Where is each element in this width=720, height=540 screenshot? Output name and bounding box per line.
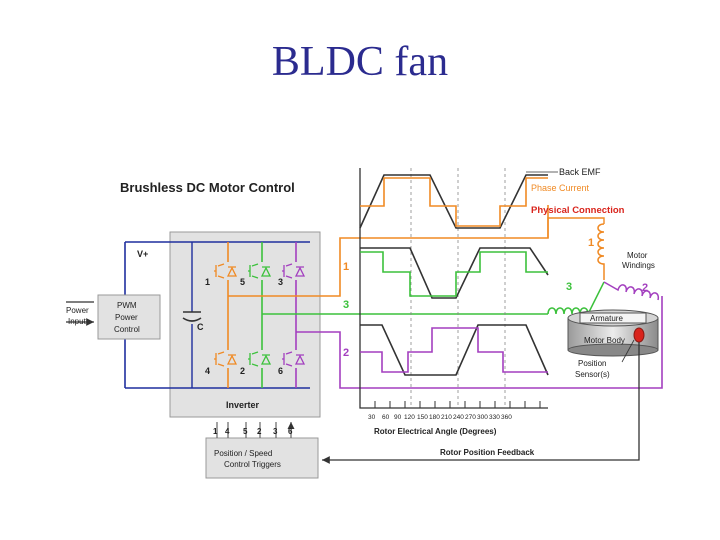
feedback-label: Rotor Position Feedback — [440, 448, 535, 457]
capacitor-label: C — [197, 322, 204, 332]
angle-tick: 120 — [404, 414, 415, 421]
winding-number-1: 1 — [588, 237, 594, 249]
phase-2-back-emf — [360, 324, 549, 376]
trigger-number: 5 — [243, 427, 248, 436]
angle-tick: 60 — [382, 414, 390, 421]
angle-tick: 360 — [501, 414, 512, 421]
switch-3 — [280, 262, 310, 280]
trigger-arrows — [216, 422, 291, 438]
phase-1-to-winding — [547, 217, 605, 238]
angle-tick: 150 — [417, 414, 428, 421]
angle-tick: 180 — [429, 414, 440, 421]
motor-windings-label: Windings — [622, 261, 655, 270]
trigger-number: 2 — [257, 427, 262, 436]
switch-number: 2 — [240, 366, 245, 376]
phase-number-3: 3 — [343, 299, 349, 311]
switch-number: 4 — [205, 366, 210, 376]
angle-tick: 330 — [489, 414, 500, 421]
switch-5 — [246, 262, 276, 280]
phase-current-label: Phase Current — [531, 183, 590, 193]
waveform-gridlines — [410, 168, 506, 408]
phase-number-2: 2 — [343, 347, 349, 359]
pwm-label: Power — [115, 313, 138, 322]
angle-tick: 270 — [465, 414, 476, 421]
power-input-arrows — [66, 301, 94, 322]
trigger-number: 4 — [225, 427, 230, 436]
position-sensor-leader — [621, 339, 635, 363]
angle-tick: 90 — [394, 414, 402, 421]
motor-windings-label: Motor — [627, 251, 648, 260]
winding-2-coil — [603, 281, 660, 301]
back-emf-label: Back EMF — [559, 167, 601, 177]
phase-1-current — [360, 177, 548, 227]
pwm-control-box — [97, 294, 161, 340]
inverter-label: Inverter — [226, 400, 260, 410]
phase-3-back-emf — [360, 247, 549, 299]
angle-axis-label: Rotor Electrical Angle (Degrees) — [374, 427, 497, 436]
switch-number: 6 — [278, 366, 283, 376]
phase-1-back-emf — [359, 174, 548, 229]
motor-body-label: Motor Body — [584, 336, 625, 345]
control-triggers-label: Control Triggers — [224, 460, 281, 469]
v-plus-label: V+ — [137, 249, 148, 259]
angle-tick: 240 — [453, 414, 464, 421]
angle-tick: 210 — [441, 414, 452, 421]
angle-tick: 300 — [477, 414, 488, 421]
position-sensor-icon — [633, 327, 645, 343]
phase-number-1: 1 — [343, 261, 349, 273]
capacitor-plates — [182, 311, 202, 322]
angle-tick-marks — [374, 401, 541, 408]
position-sensor-label: Position — [578, 359, 606, 368]
trigger-number: 1 — [213, 427, 218, 436]
switch-number: 5 — [240, 277, 245, 287]
winding-3-coil — [547, 281, 605, 315]
pwm-label: PWM — [117, 301, 137, 310]
position-sensor-label: Sensor(s) — [575, 370, 610, 379]
trigger-number: 6 — [288, 427, 293, 436]
switch-1 — [212, 262, 242, 280]
switch-6 — [280, 350, 310, 368]
control-triggers-label: Position / Speed — [214, 449, 272, 458]
control-triggers-box — [205, 437, 319, 479]
winding-1-coil — [597, 223, 605, 280]
phase-2-current — [360, 327, 548, 373]
slide-title: BLDC fan — [271, 39, 449, 85]
pwm-label: Control — [114, 325, 140, 334]
switch-2 — [246, 350, 276, 368]
winding-number-2: 2 — [642, 282, 648, 294]
feedback-line — [322, 342, 640, 464]
physical-connection-label: Physical Connection — [531, 205, 625, 216]
phase-2-wire — [296, 296, 663, 389]
armature-label: Armature — [590, 314, 623, 323]
angle-tick: 30 — [368, 414, 376, 421]
switch-number: 1 — [205, 277, 210, 287]
switch-number: 3 — [278, 277, 283, 287]
winding-number-3: 3 — [566, 281, 572, 293]
power-input-label: Input — [68, 317, 87, 326]
trigger-number: 3 — [273, 427, 278, 436]
phase-3-current — [360, 251, 548, 297]
power-input-label: Power — [66, 306, 89, 315]
switch-4 — [212, 350, 242, 368]
diagram-heading: Brushless DC Motor Control — [120, 180, 295, 195]
